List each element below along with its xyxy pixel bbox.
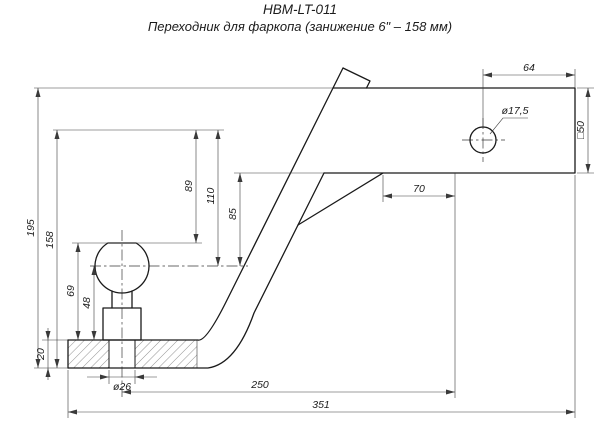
drawing-description-title: Переходник для фаркопа (занижение 6" – 1… [148, 19, 452, 34]
dim-64-label: 64 [523, 62, 535, 74]
ball-collar [102, 307, 142, 341]
dim-351-label: 351 [312, 399, 330, 411]
gusset-line [297, 172, 384, 226]
dimensions: 64 ø17,5 □50 70 195 158 89 110 85 69 48 [25, 62, 591, 415]
dim-85-label: 85 [227, 208, 239, 220]
drawing-model-title: HBM-LT-011 [263, 2, 337, 17]
dim-20-label: 20 [35, 348, 47, 361]
dim-sq50-label: □50 [575, 121, 587, 139]
dim-26-label: ø26 [113, 381, 131, 393]
dim-158-label: 158 [44, 231, 56, 249]
shank-tube [323, 87, 576, 174]
dim-70-label: 70 [413, 183, 425, 195]
plate-hatch-left [68, 340, 109, 368]
dim-48-label: 48 [81, 297, 93, 309]
plate-hatch-right [135, 340, 197, 368]
hatching [68, 340, 198, 368]
drop-bar-outer-edge [67, 172, 325, 369]
drop-bar-end-cut [342, 67, 371, 89]
drop-bar-inner-edge [67, 67, 344, 341]
dim-89-label: 89 [183, 180, 195, 192]
hole-leader-line [489, 117, 528, 135]
dim-195-label: 195 [25, 219, 37, 237]
dim-hole-label: ø17,5 [502, 105, 529, 117]
dim-250-label: 250 [250, 379, 269, 391]
dim-110-label: 110 [205, 187, 217, 204]
part-outlines [67, 67, 576, 369]
ball-stud [108, 340, 136, 368]
ball-neck [111, 290, 133, 309]
tow-ball [94, 242, 150, 294]
dim-69-label: 69 [65, 285, 77, 297]
extension-lines [34, 69, 594, 418]
